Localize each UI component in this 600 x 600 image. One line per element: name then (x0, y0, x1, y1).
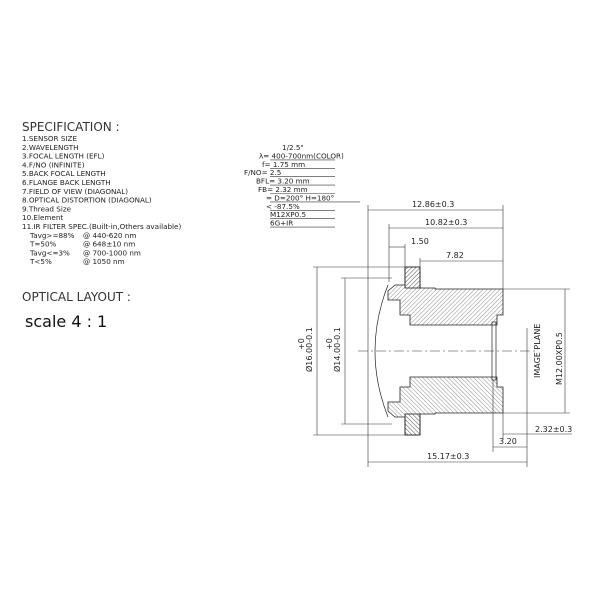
spec-value: 6G+IR (270, 219, 293, 228)
spec-item: 5.BACK FOCAL LENGTH (22, 169, 106, 178)
spec-item: 4.F/NO (INFINITE) (22, 160, 85, 169)
ir-range: @ 648±10 nm (83, 240, 135, 249)
ir-range: @ 440-620 nm (83, 231, 136, 240)
spec-value: < -87.5% (266, 202, 300, 211)
specification: SPECIFICATION : 1.SENSOR SIZE2.WAVELENGT… (22, 120, 360, 266)
dimensions: 12.86±0.3 10.82±0.3 1.50 7.82 Ø16.00-0.1… (297, 200, 572, 467)
spec-value: F/NO= 2.5 (244, 168, 281, 177)
spec-item: 11.IR FILTER SPEC.(Built-in,Others avail… (22, 222, 181, 231)
dim-7-82: 7.82 (446, 251, 464, 260)
ir-range: @ 1050 nm (83, 257, 125, 266)
dim-15-17: 15.17±0.3 (427, 452, 469, 461)
dim-dia-16: Ø16.00-0.1 (304, 327, 314, 372)
spec-item: 8.OPTICAL DISTORTION (DIAGONAL) (22, 196, 152, 205)
ir-condition: T<5% (29, 257, 52, 266)
spec-item: 6.FLANGE BACK LENGTH (22, 178, 111, 187)
ir-range: @ 700-1000 nm (83, 248, 141, 257)
spec-value: M12XP0.5 (270, 210, 306, 219)
svg-text:+0: +0 (297, 338, 306, 350)
spec-value: BFL= 3.20 mm (256, 177, 310, 186)
dim-12-86: 12.86±0.3 (412, 200, 454, 209)
dim-3-20: 3.20 (499, 437, 517, 446)
spec-title: SPECIFICATION : (22, 120, 120, 134)
spec-item: 1.SENSOR SIZE (22, 134, 77, 143)
ir-condition: Tavg<=3% (29, 248, 70, 257)
dim-10-82: 10.82±0.3 (425, 218, 467, 227)
dim-thread: M12.00XP0.5 (555, 332, 564, 385)
ir-condition: Tavg>=88% (29, 231, 75, 240)
spec-value: 1/2.5" (282, 143, 304, 152)
dim-dia-14: Ø14.00-0.1 (332, 327, 342, 372)
spec-item: 7.FIELD OF VIEW (DIAGONAL) (22, 187, 128, 196)
dim-1-50: 1.50 (411, 237, 429, 246)
spec-value: λ= 400-700nm(COLOR) (259, 151, 344, 160)
dim-2-32: 2.32±0.3 (535, 425, 572, 434)
spec-item: 2.WAVELENGTH (22, 143, 79, 152)
ir-condition: T=50% (29, 240, 57, 249)
spec-item: 9.Thread Size (22, 204, 72, 213)
svg-text:+0: +0 (325, 338, 334, 350)
spec-item: 10.Element (22, 213, 63, 222)
image-plane-label: IMAGE PLANE (533, 324, 542, 378)
spec-item: 3.FOCAL LENGTH (EFL) (22, 152, 105, 161)
lens-section (358, 266, 535, 436)
spec-value: FB= 2.32 mm (258, 185, 308, 194)
optical-layout-title: OPTICAL LAYOUT : (22, 290, 131, 304)
spec-value: f= 1.75 mm (262, 160, 305, 169)
spec-value: = D=200° H=180° (266, 193, 334, 202)
scale-label: scale 4 : 1 (25, 312, 107, 331)
